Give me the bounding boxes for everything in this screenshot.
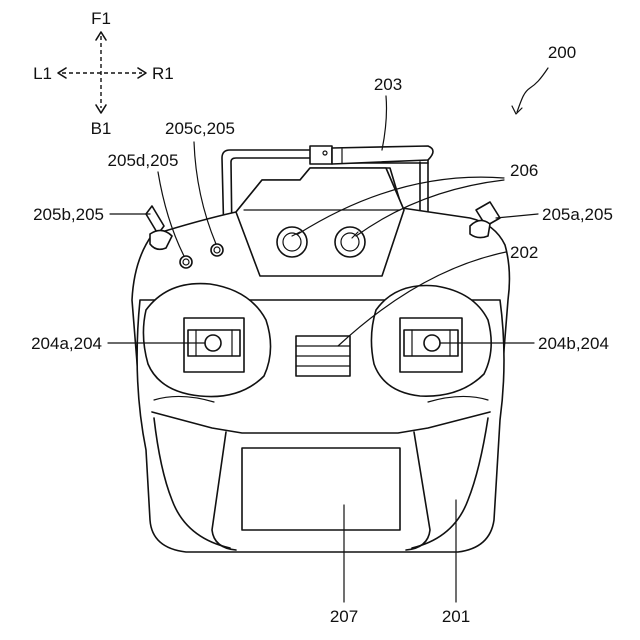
stick-left-knob <box>205 335 221 351</box>
shoulder-switch-left <box>146 206 172 249</box>
label-toggle-d: 205d,205 <box>108 151 179 170</box>
label-switch-right: 205a,205 <box>542 205 613 224</box>
label-grille: 202 <box>510 243 538 262</box>
stick-right-knob <box>424 335 440 351</box>
screen <box>242 448 400 530</box>
direction-right-label: R1 <box>152 64 174 83</box>
direction-forward-label: F1 <box>91 9 111 28</box>
label-stick-left: 204a,204 <box>31 334 102 353</box>
label-housing: 201 <box>442 607 470 626</box>
label-knobs: 206 <box>510 161 538 180</box>
knob-right <box>335 227 365 257</box>
label-switch-left: 205b,205 <box>33 205 104 224</box>
direction-back-label: B1 <box>91 119 112 138</box>
direction-indicator: F1 B1 L1 R1 <box>33 9 174 138</box>
stick-right-assembly <box>371 286 491 397</box>
label-screen: 207 <box>330 607 358 626</box>
label-200: 200 <box>548 43 576 62</box>
label-antenna: 203 <box>374 75 402 94</box>
label-stick-right: 204b,204 <box>538 334 609 353</box>
toggle-d <box>180 256 192 268</box>
direction-left-label: L1 <box>33 64 52 83</box>
label-toggle-c: 205c,205 <box>165 119 235 138</box>
reference-200: 200 <box>512 43 576 114</box>
toggle-c <box>211 244 223 256</box>
